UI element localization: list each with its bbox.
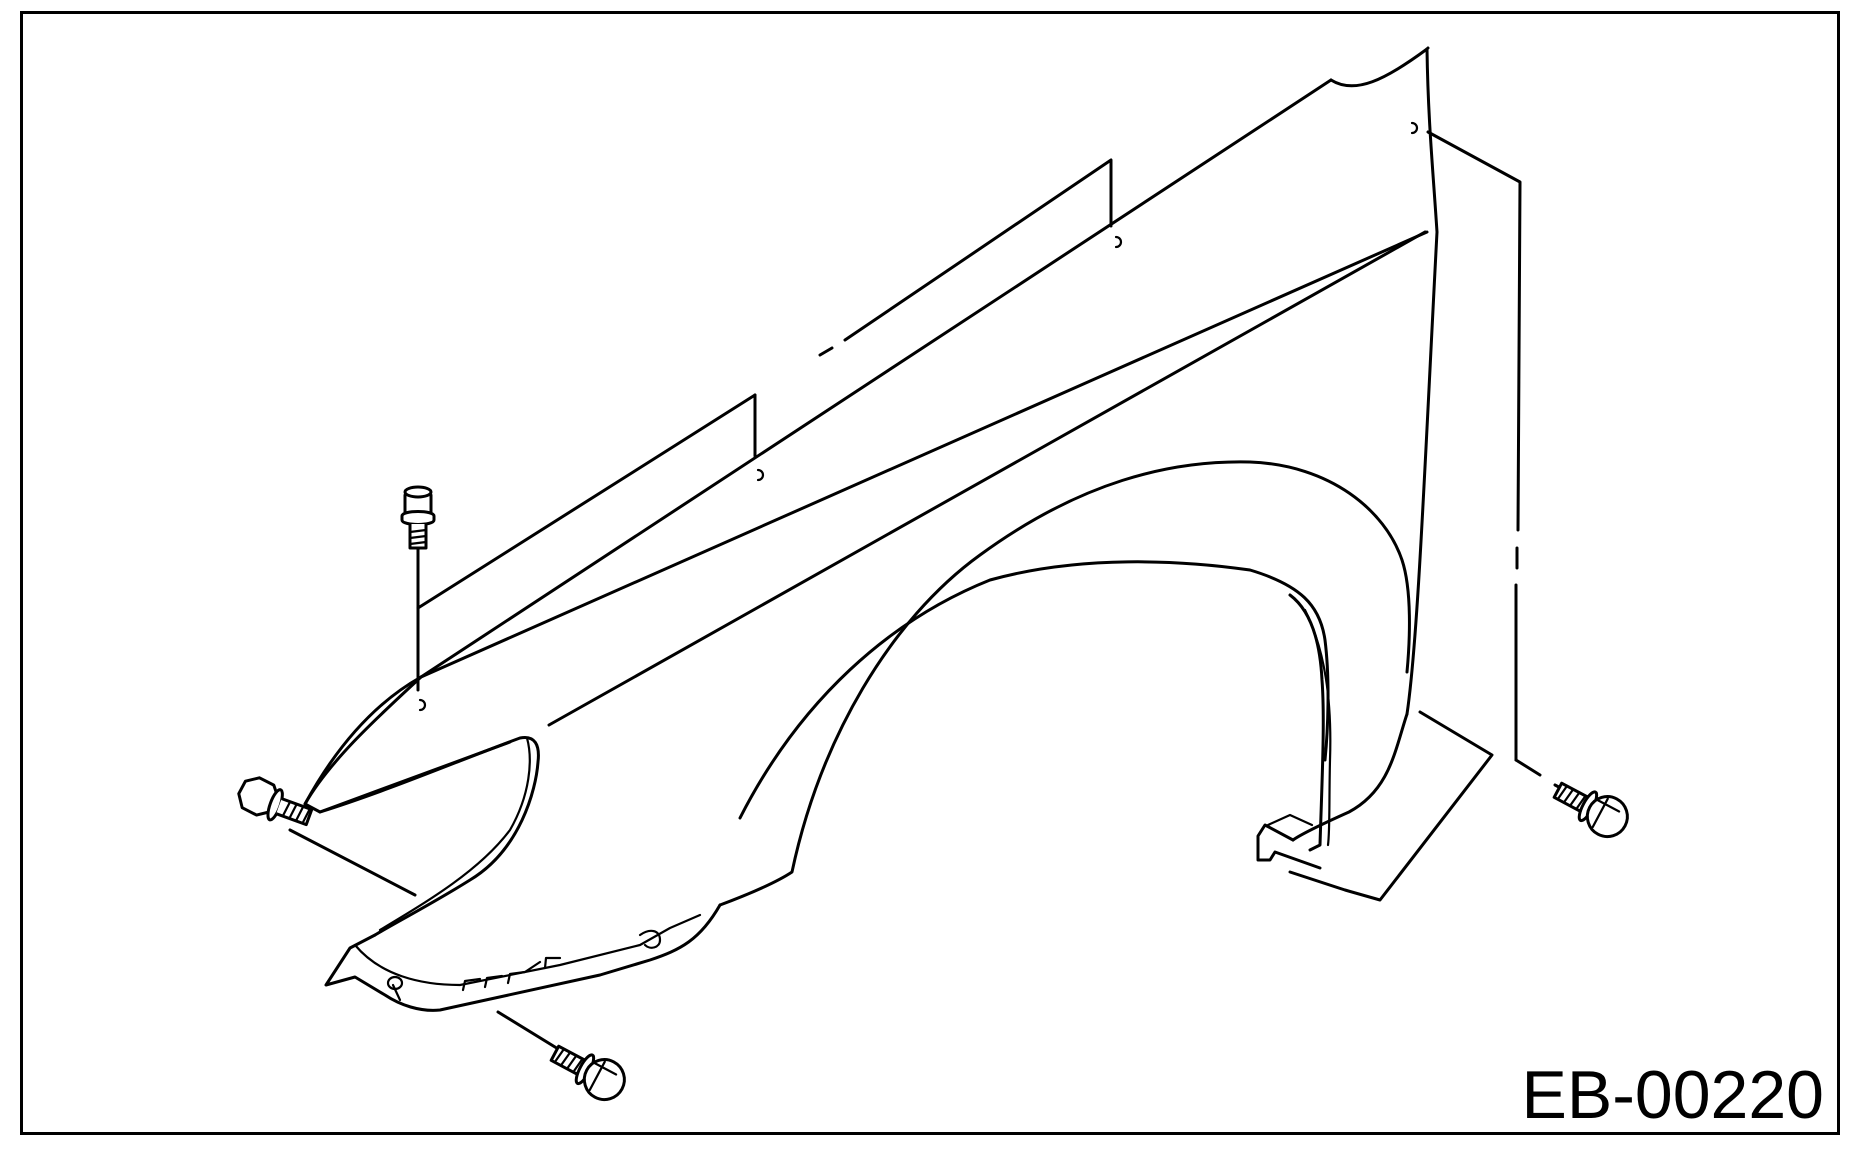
leader-rear-upper	[1426, 130, 1522, 762]
mount-hole-nose	[418, 698, 427, 712]
front-fender-panel	[303, 46, 1439, 1012]
fender-rear-top	[1329, 46, 1430, 88]
fender-inner-crease	[419, 230, 1429, 679]
fender-top-edge	[303, 78, 1333, 806]
fender-clip-slots	[461, 956, 562, 992]
bottom-bolt-head	[582, 1058, 626, 1102]
rear-bolt-threads	[1556, 784, 1587, 811]
fender-front-tip	[303, 675, 512, 814]
top-bolt-threads	[408, 528, 428, 546]
diagram-frame	[20, 11, 1840, 1135]
fender-clip-bump	[638, 929, 662, 949]
rear-bracket-tab	[1266, 813, 1314, 827]
wheel-arch-liner-edge	[1303, 608, 1332, 847]
fender-lower-lip	[353, 913, 702, 987]
wheel-arch-liner	[1288, 593, 1325, 852]
leader-top-rail	[416, 158, 1113, 610]
fender-lower-notch	[391, 983, 402, 1002]
fender-feature-line	[547, 230, 1427, 727]
bottom-bolt-head-face	[588, 1060, 618, 1092]
top-bolt-flange	[400, 510, 436, 526]
figure-code-label: EB-00220	[1521, 1057, 1824, 1133]
mount-hole-top-front	[756, 468, 765, 482]
leader-rear-lower	[1288, 710, 1494, 902]
fender-lower-front	[324, 903, 722, 1012]
fender-rear-edge	[1405, 47, 1439, 716]
rear-bolt-head-face	[1591, 797, 1621, 829]
rear-bolt	[1552, 781, 1629, 839]
fender-lower-hole	[386, 975, 404, 991]
mount-hole-top-rear	[1410, 121, 1419, 135]
rear-bracket	[1256, 823, 1322, 870]
mount-hole-top-mid	[1114, 235, 1123, 249]
front-bolt-threads	[281, 800, 311, 825]
top-bolt	[400, 485, 436, 550]
rear-bolt-head	[1585, 795, 1629, 839]
fender-rear-flange	[1291, 712, 1409, 842]
bottom-bolt-threads	[553, 1047, 584, 1074]
headlamp-cutout	[318, 735, 540, 937]
top-bolt-head-top	[403, 485, 433, 499]
headlamp-cutout-inner	[378, 736, 531, 932]
leader-lines	[288, 130, 1572, 1057]
wheel-arch-inner	[738, 560, 1330, 820]
wheel-arch-outer	[718, 460, 1411, 907]
front-left-bolt	[237, 776, 314, 827]
bottom-bolt	[549, 1044, 626, 1102]
leader-front-bolt	[288, 828, 417, 897]
